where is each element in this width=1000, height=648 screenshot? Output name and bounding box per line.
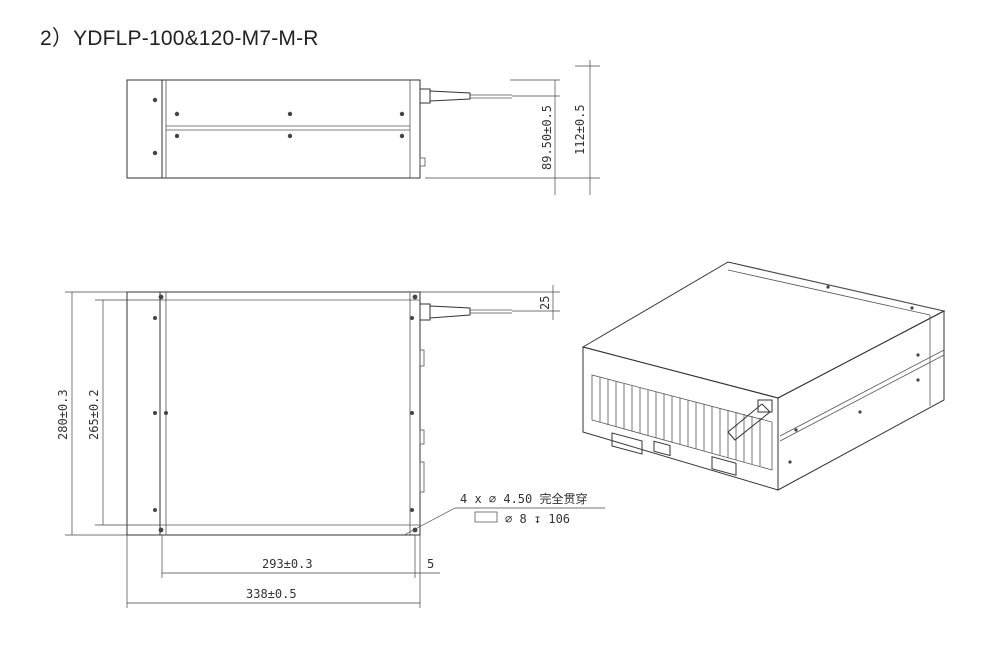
dim-fiber-offset: 25 [538,296,552,310]
dim-hole-spacing: 293±0.3 [262,557,313,571]
dim-depth-inner: 265±0.2 [87,389,101,440]
side-view [126,60,600,195]
dim-depth-outer: 280±0.3 [56,389,70,440]
dim-edge-offset: 5 [427,557,434,571]
dim-side-height-1: 89.50±0.5 [540,105,554,170]
figure-title: 2）YDFLP-100&120-M7-M-R [40,27,319,50]
dim-side-height-2: 112±0.5 [573,104,587,155]
top-view [65,285,605,608]
isometric-view [581,261,946,491]
hole-note-line1: 4 x ∅ 4.50 完全贯穿 [460,491,587,506]
dim-width-overall: 338±0.5 [246,587,297,601]
hole-note-line2: ∅ 8 ↧ 106 [505,512,570,526]
